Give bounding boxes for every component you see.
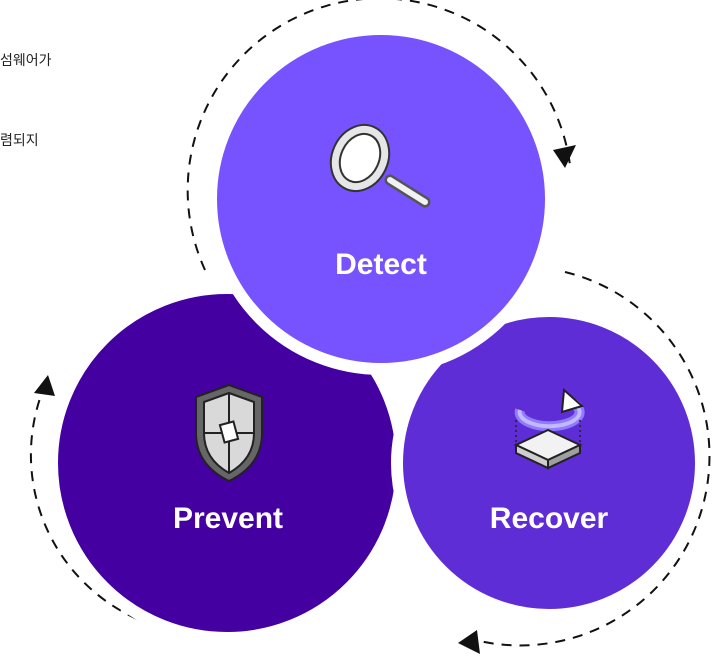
side-text-2: 렴되지 bbox=[0, 133, 39, 149]
shield-icon bbox=[195, 383, 263, 483]
detect-label: Detect bbox=[335, 248, 427, 281]
magnifier-icon bbox=[329, 123, 431, 208]
recover-drive-icon bbox=[513, 387, 585, 470]
recover-orbit-path bbox=[474, 271, 711, 647]
recover-label: Recover bbox=[490, 502, 609, 535]
arrowhead-prevent bbox=[34, 375, 55, 396]
side-text-1: 섬웨어가 bbox=[0, 53, 52, 69]
arrowhead-detect bbox=[553, 145, 576, 168]
detect-orbit-path bbox=[186, 0, 571, 271]
arrowhead-recover bbox=[458, 630, 480, 654]
detect-circle bbox=[205, 23, 557, 375]
prevent-label: Prevent bbox=[173, 502, 283, 535]
